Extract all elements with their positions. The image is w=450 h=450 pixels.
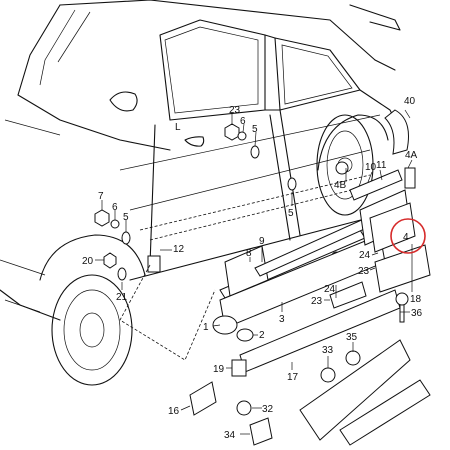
callout-7-upper: 23	[229, 105, 241, 116]
callout-23-upper: 23	[358, 266, 370, 277]
callout-5-upper: 5	[252, 124, 258, 135]
callout-5-lower: 5	[123, 212, 129, 223]
callout-8: 8	[246, 248, 252, 259]
callout-6-upper: 6	[240, 116, 246, 127]
callout-33: 33	[322, 345, 334, 356]
callout-9: 9	[259, 236, 265, 247]
side-mouldings	[189, 167, 431, 446]
callout-17: 17	[287, 372, 299, 383]
callout-6-lower: 6	[112, 202, 118, 213]
callout-23-lower: 23	[311, 296, 323, 307]
callout-4-highlighted: 4	[403, 232, 409, 243]
callout-18: 18	[410, 294, 422, 305]
callout-24-upper: 24	[359, 250, 371, 261]
zoom-guide	[119, 264, 216, 361]
callout-11: 11	[376, 160, 387, 171]
callout-7-lower: 7	[98, 191, 104, 202]
car-body-outline	[0, 0, 409, 386]
callout-35: 36	[411, 308, 423, 319]
callout-16: 16	[168, 406, 180, 417]
callout-5-door: 5	[288, 208, 294, 219]
callout-24-lower: 24	[324, 284, 336, 295]
leader-lines	[95, 109, 413, 435]
callout-12: 12	[173, 244, 185, 255]
callout-1: 1	[203, 322, 209, 333]
callout-2: 2	[259, 330, 265, 341]
callout-4a: 4A	[405, 150, 418, 161]
callout-21: 21	[116, 292, 128, 303]
callout-36: 35	[346, 332, 358, 343]
highlight-circle	[390, 218, 426, 254]
callout-40: 40	[404, 96, 416, 107]
callout-3: 3	[279, 314, 285, 325]
callout-4b: 4B	[334, 180, 347, 191]
callout-20: 20	[82, 256, 94, 267]
callout-labels: 23 6 5 7 6 5 20 21 12 5 8 9 3 1 2 17 4A …	[82, 96, 423, 441]
callout-10: 10	[365, 162, 377, 173]
callout-19: 19	[213, 364, 225, 375]
callout-door-mark: L	[175, 122, 181, 133]
callout-34: 34	[224, 430, 236, 441]
callout-32: 32	[262, 404, 274, 415]
